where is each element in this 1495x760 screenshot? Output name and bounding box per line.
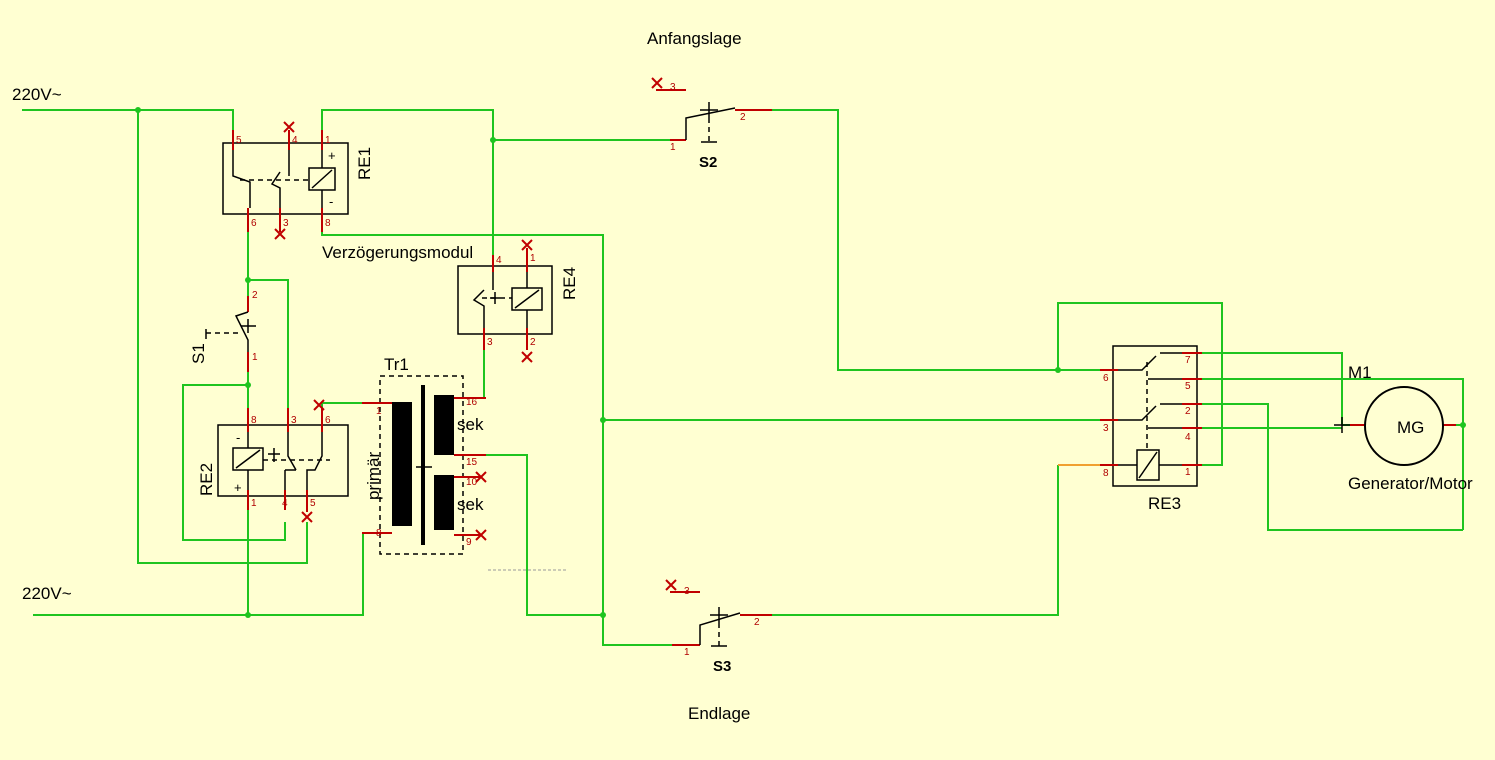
pin-label: 6	[251, 218, 257, 229]
wire-re3-7	[1200, 352, 1343, 425]
switch-label: S3	[713, 658, 731, 675]
pin-label: 6	[1103, 373, 1109, 384]
supply-label-top: 220V~	[12, 85, 62, 104]
wire-tr1-15	[486, 454, 603, 616]
wire-re3-5	[1200, 378, 1464, 530]
pin-label: 5	[1185, 381, 1191, 392]
pin-label: 1	[670, 142, 676, 153]
wire-re4-3	[462, 348, 485, 399]
pin-label: 6	[325, 415, 331, 426]
switch-caption: Endlage	[688, 704, 750, 723]
secondary-label: sek	[457, 415, 484, 434]
supply-label-bottom: 220V~	[22, 584, 72, 603]
pin-label: 1	[376, 406, 382, 417]
pin-label: 2	[1185, 406, 1191, 417]
junction-dot	[490, 137, 496, 143]
pin-label: 3	[670, 82, 676, 93]
pin-label: 2	[530, 337, 536, 348]
pin-label: 2	[252, 290, 258, 301]
junction-dot	[1460, 422, 1466, 428]
wire-re3-2	[1200, 403, 1463, 531]
switch-s2[interactable]: 3 2 1 S2 Anfangslage	[647, 29, 772, 171]
polarity-label: +	[234, 480, 242, 495]
wire-s2-2	[772, 109, 1100, 371]
wire-re1-1-top	[321, 109, 494, 258]
junction-dot	[1055, 367, 1061, 373]
relay-re3[interactable]: 7 5 2 4 1 6 3 8 RE3	[1100, 345, 1202, 513]
polarity-label: -	[236, 430, 240, 445]
pin-label: 2	[754, 617, 760, 628]
pin-label: 5	[310, 498, 316, 509]
wire-re2-loop	[182, 384, 286, 541]
motor-symbol: MG	[1397, 418, 1424, 437]
pin-label: 1	[251, 498, 257, 509]
junction-dot	[245, 277, 251, 283]
pin-label: 3	[487, 337, 493, 348]
wire-s2-branch	[248, 279, 289, 408]
transformer-label: Tr1	[384, 355, 409, 374]
module-label: Verzögerungsmodul	[322, 243, 473, 262]
pin-label: 1	[684, 647, 690, 658]
relay-label: RE3	[1148, 494, 1181, 513]
pin-label: 10	[466, 477, 478, 488]
switch-s1[interactable]: 2 1 S1	[189, 290, 258, 372]
pin-label: 16	[466, 397, 478, 408]
switch-label: S2	[699, 154, 717, 171]
pin-label: 4	[282, 498, 288, 509]
pin-label: 4	[496, 255, 502, 266]
junction-dot	[600, 612, 606, 618]
secondary-label: sek	[457, 495, 484, 514]
relay-re4[interactable]: 4 1 3 2 Verzögerungsmodul RE4	[322, 239, 579, 363]
pin-label: 5	[236, 135, 242, 146]
relay-re2[interactable]: 8 3 6 - + 1 4 5 RE2	[197, 399, 349, 523]
transformer-tr1[interactable]: Tr1 primär sek sek 1 8 16 15 10 9	[362, 355, 487, 555]
pin-label: 15	[466, 457, 478, 468]
relay-label: RE1	[355, 147, 374, 180]
wire-re3-loop	[1057, 302, 1223, 466]
pin-label: 3	[684, 586, 690, 597]
wire-supply-top-drop	[137, 110, 308, 564]
pin-label: 1	[252, 352, 258, 363]
pin-label: 3	[283, 218, 289, 229]
motor-m1[interactable]: MG M1 Generator/Motor	[1334, 363, 1473, 493]
switch-label: S1	[189, 343, 208, 364]
pin-label: 1	[325, 135, 331, 146]
pin-label: 3	[291, 415, 297, 426]
pin-label: 4	[292, 135, 298, 146]
motor-caption: Generator/Motor	[1348, 474, 1473, 493]
relay-re1[interactable]: 5 4 1 + 6 3 8 - RE1	[222, 121, 374, 240]
wire-supply-top	[22, 109, 234, 135]
pin-label: 1	[530, 253, 536, 264]
wire-re1-8	[321, 230, 672, 646]
wire-s3-2	[772, 465, 1059, 616]
pin-label: 8	[376, 528, 382, 539]
primary-label: primär	[364, 451, 383, 500]
relay-label: RE2	[197, 463, 216, 496]
pin-label: 2	[740, 112, 746, 123]
junction-dot	[245, 382, 251, 388]
wire-supply-bottom	[33, 532, 380, 616]
pin-label: 4	[1185, 432, 1191, 443]
polarity-label: -	[329, 194, 333, 209]
motor-label: M1	[1348, 363, 1372, 382]
pin-label: 8	[325, 218, 331, 229]
pin-label: 1	[1185, 467, 1191, 478]
wiring	[22, 107, 1466, 646]
polarity-label: +	[328, 148, 336, 163]
switch-s3[interactable]: 3 2 1 S3 Endlage	[665, 579, 772, 723]
switch-caption: Anfangslage	[647, 29, 742, 48]
junction-dot	[600, 417, 606, 423]
junction-dot	[245, 612, 251, 618]
pin-label: 7	[1185, 355, 1191, 366]
pin-label: 8	[251, 415, 257, 426]
pin-label: 8	[1103, 468, 1109, 479]
relay-label: RE4	[560, 267, 579, 300]
pin-label: 3	[1103, 423, 1109, 434]
pin-label: 9	[466, 537, 472, 548]
junction-dot	[135, 107, 141, 113]
